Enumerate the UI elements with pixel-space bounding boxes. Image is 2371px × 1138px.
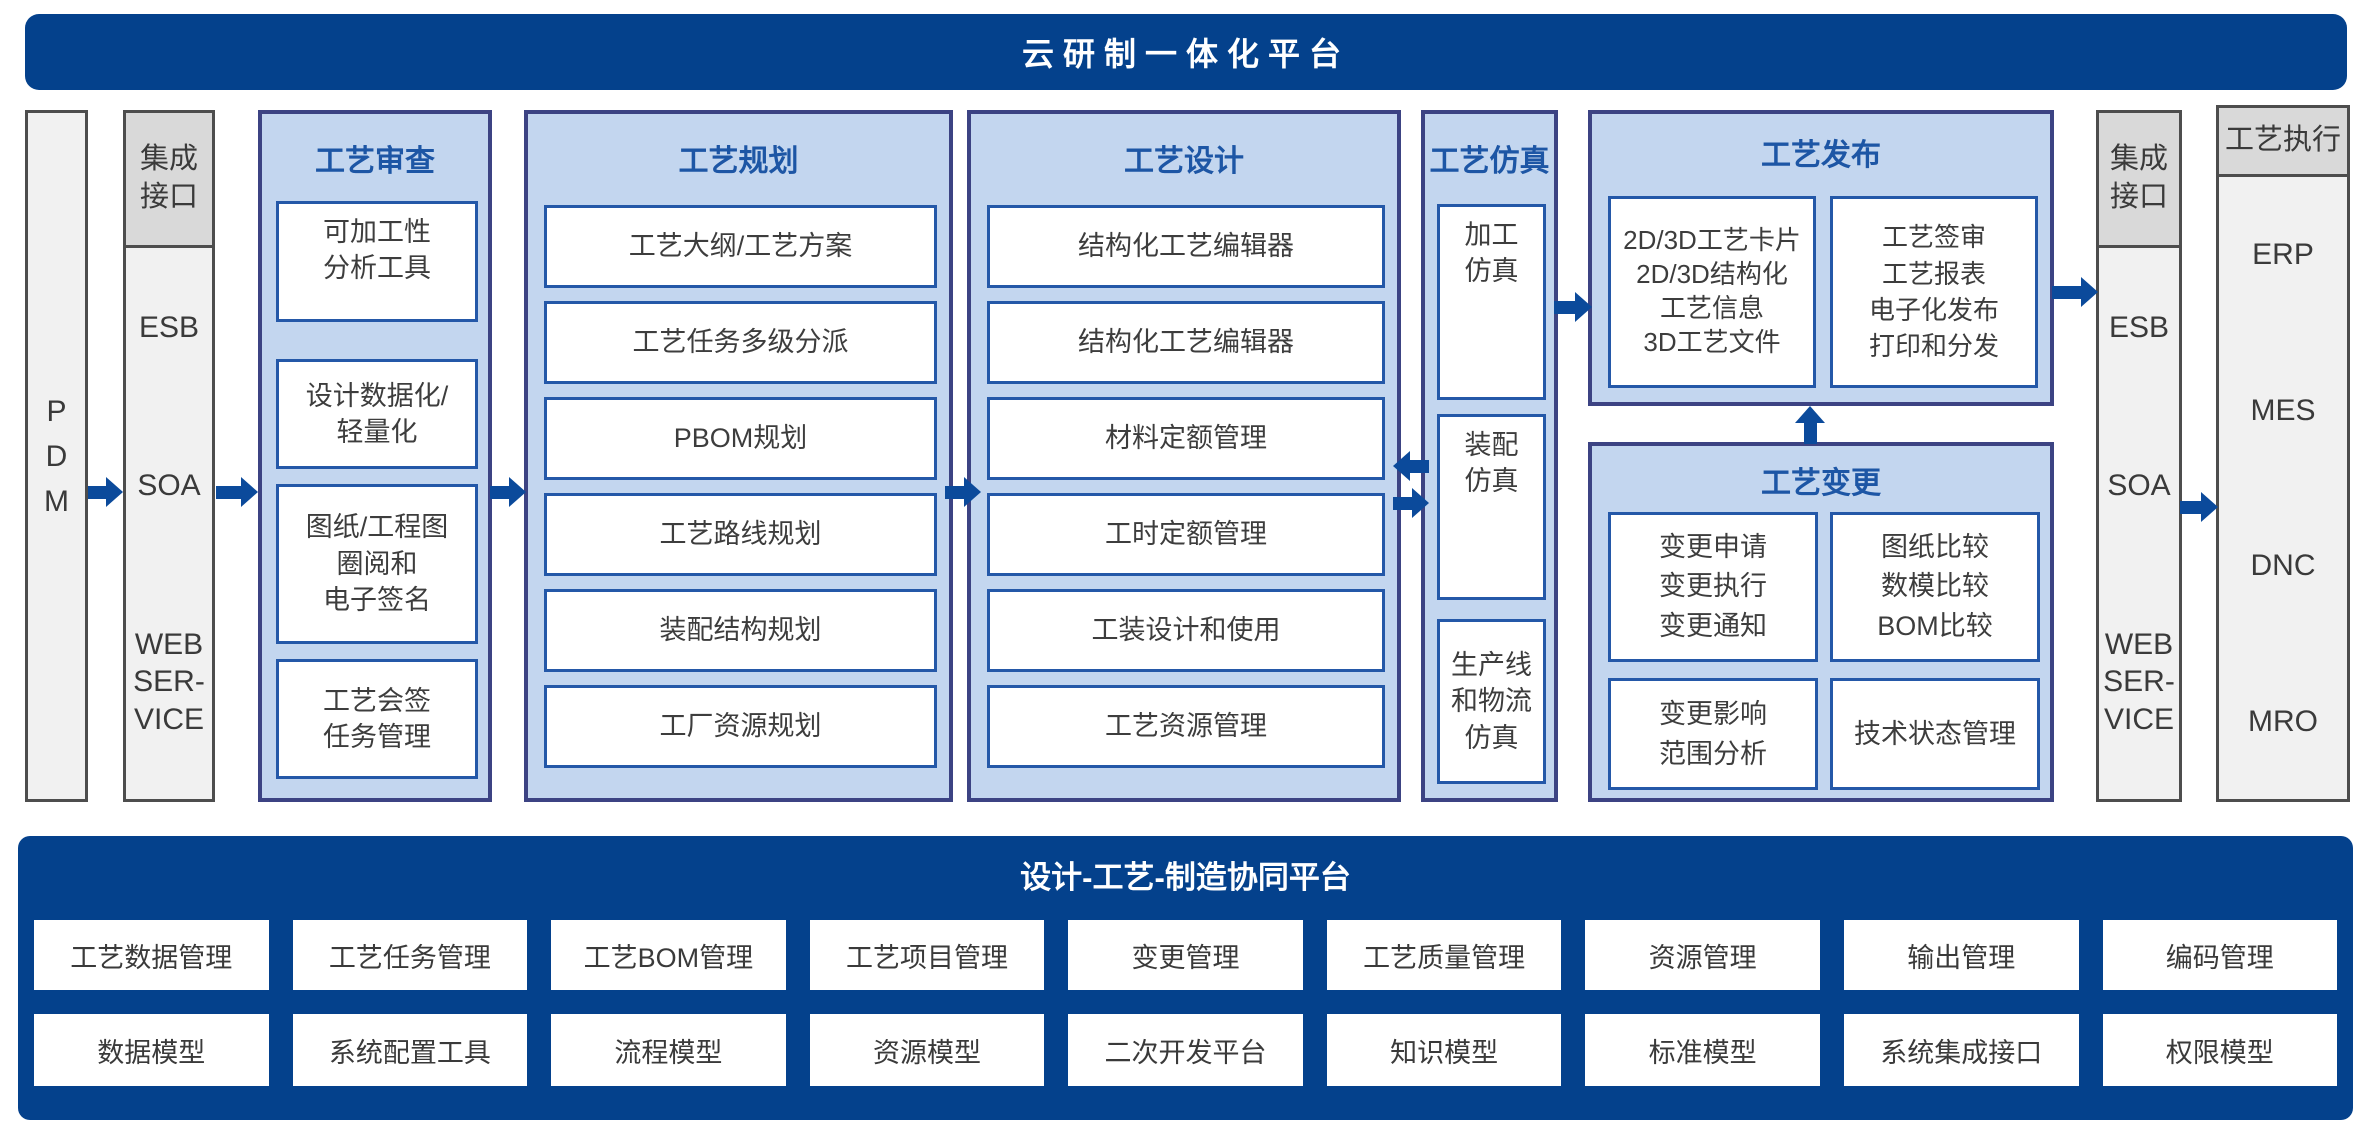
module-box: 加工 仿真 [1437, 204, 1546, 400]
platform-cell: 流程模型 [551, 1014, 786, 1086]
integration-left-header: 集成 接口 [126, 113, 212, 248]
module-box: 图纸比较 数模比较 BOM比较 [1830, 512, 2040, 662]
process-review-title: 工艺审查 [315, 145, 435, 178]
collaboration-platform-panel: 设计-工艺-制造协同平台 工艺数据管理 工艺任务管理 工艺BOM管理 工艺项目管… [18, 836, 2353, 1120]
arrow-right-icon [945, 477, 981, 507]
integration-right-item-esb: ESB [2108, 310, 2170, 344]
platform-cell: 系统集成接口 [1843, 1014, 2079, 1086]
execution-item-mro: MRO [2248, 704, 2318, 738]
process-planning-title: 工艺规划 [678, 145, 799, 178]
process-publish-module: 工艺发布 2D/3D工艺卡片 2D/3D结构化 工艺信息 3D工艺文件 工艺签审… [1588, 110, 2054, 406]
integration-column-right: 集成 接口 ESB SOA WEB SER- VICE [2096, 110, 2182, 802]
module-box: 工艺任务多级分派 [544, 301, 937, 384]
module-box: 结构化工艺编辑器 [987, 205, 1385, 288]
top-banner: 云研制一体化平台 [25, 14, 2347, 90]
top-banner-title: 云研制一体化平台 [1021, 36, 1350, 72]
execution-item-dnc: DNC [2250, 549, 2316, 582]
collaboration-platform-title: 设计-工艺-制造协同平台 [1020, 860, 1351, 895]
arrow-left-icon [1393, 451, 1429, 481]
module-box: 工厂资源规划 [544, 685, 937, 768]
execution-item-mes: MES [2250, 393, 2316, 427]
platform-cell: 权限模型 [2102, 1014, 2338, 1086]
arrow-right-icon [1393, 488, 1429, 518]
integration-left-item-webservice: WEB SER- VICE [133, 627, 205, 736]
arrow-right-icon [88, 477, 123, 507]
module-box: 工艺会签 任务管理 [276, 659, 478, 779]
process-execution-body: ERP MES DNC MRO [2219, 177, 2347, 799]
module-box: 工艺路线规划 [544, 493, 937, 576]
integration-left-item-soa: SOA [137, 469, 201, 503]
module-box: 生产线 和物流 仿真 [1437, 619, 1546, 784]
platform-cell: 标准模型 [1585, 1014, 1820, 1086]
module-box: 工装设计和使用 [987, 589, 1385, 672]
module-box: 工艺资源管理 [987, 685, 1385, 768]
bottom-row-2: 数据模型 系统配置工具 流程模型 资源模型 二次开发平台 知识模型 标准模型 系… [34, 1014, 2338, 1086]
arrow-right-icon [490, 477, 526, 507]
process-change-module: 工艺变更 变更申请 变更执行 变更通知 图纸比较 数模比较 BOM比较 变更影响… [1588, 442, 2054, 802]
platform-cell: 数据模型 [34, 1014, 269, 1086]
platform-cell: 系统配置工具 [292, 1014, 528, 1086]
bottom-row-1: 工艺数据管理 工艺任务管理 工艺BOM管理 工艺项目管理 变更管理 工艺质量管理… [34, 920, 2338, 990]
platform-cell: 工艺BOM管理 [551, 920, 786, 990]
platform-cell: 知识模型 [1326, 1014, 1562, 1086]
platform-cell: 工艺数据管理 [34, 920, 269, 990]
integration-left-body: ESB SOA WEB SER- VICE [126, 248, 212, 799]
module-box: 材料定额管理 [987, 397, 1385, 480]
process-simulation-title: 工艺仿真 [1429, 145, 1550, 178]
execution-item-erp: ERP [2252, 238, 2314, 271]
platform-cell: 资源模型 [809, 1014, 1045, 1086]
module-box: 结构化工艺编辑器 [987, 301, 1385, 384]
module-box: 2D/3D工艺卡片 2D/3D结构化 工艺信息 3D工艺文件 [1608, 196, 1816, 388]
module-box: 设计数据化/ 轻量化 [276, 359, 478, 469]
module-box: 可加工性 分析工具 [276, 201, 478, 322]
arrow-right-icon [2180, 492, 2218, 522]
platform-cell: 编码管理 [2102, 920, 2338, 990]
module-box: 工艺大纲/工艺方案 [544, 205, 937, 288]
process-execution-header: 工艺执行 [2219, 108, 2347, 177]
module-box: 工时定额管理 [987, 493, 1385, 576]
integration-right-item-webservice: WEB SER- VICE [2103, 627, 2175, 736]
platform-cell: 工艺任务管理 [292, 920, 528, 990]
process-design-title: 工艺设计 [1124, 145, 1244, 178]
integration-right-body: ESB SOA WEB SER- VICE [2099, 248, 2179, 799]
platform-cell: 输出管理 [1843, 920, 2079, 990]
arrow-right-icon [2052, 277, 2098, 307]
integration-column-left: 集成 接口 ESB SOA WEB SER- VICE [123, 110, 215, 802]
module-box: 工艺签审 工艺报表 电子化发布 打印和分发 [1830, 196, 2038, 388]
platform-cell: 工艺项目管理 [809, 920, 1045, 990]
process-planning-module: 工艺规划 工艺大纲/工艺方案 工艺任务多级分派 PBOM规划 工艺路线规划 装配… [524, 110, 953, 802]
module-box: 图纸/工程图 圈阅和 电子签名 [276, 484, 478, 644]
integration-left-item-esb: ESB [138, 310, 200, 344]
platform-cell: 二次开发平台 [1068, 1014, 1303, 1086]
integration-right-header: 集成 接口 [2099, 113, 2179, 248]
platform-cell: 资源管理 [1585, 920, 1820, 990]
module-box: 装配 仿真 [1437, 414, 1546, 600]
platform-cell: 变更管理 [1068, 920, 1303, 990]
platform-cell: 工艺质量管理 [1326, 920, 1562, 990]
process-simulation-module: 工艺仿真 加工 仿真 装配 仿真 生产线 和物流 仿真 [1421, 110, 1558, 802]
arrow-up-icon [1795, 406, 1825, 444]
process-execution-column: 工艺执行 ERP MES DNC MRO [2216, 105, 2350, 802]
pdm-label: P D M [44, 394, 69, 518]
module-box: PBOM规划 [544, 397, 937, 480]
arrow-right-icon [216, 477, 258, 507]
process-change-title: 工艺变更 [1761, 467, 1881, 500]
process-design-module: 工艺设计 结构化工艺编辑器 结构化工艺编辑器 材料定额管理 工时定额管理 工装设… [967, 110, 1401, 802]
module-box: 装配结构规划 [544, 589, 937, 672]
process-review-module: 工艺审查 可加工性 分析工具 设计数据化/ 轻量化 图纸/工程图 圈阅和 电子签… [258, 110, 492, 802]
module-box: 变更影响 范围分析 [1608, 678, 1818, 790]
pdm-column: P D M [25, 110, 88, 802]
process-publish-title: 工艺发布 [1761, 139, 1881, 172]
module-box: 技术状态管理 [1830, 678, 2040, 790]
module-box: 变更申请 变更执行 变更通知 [1608, 512, 1818, 662]
arrow-right-icon [1554, 292, 1592, 322]
integration-right-item-soa: SOA [2107, 469, 2171, 503]
